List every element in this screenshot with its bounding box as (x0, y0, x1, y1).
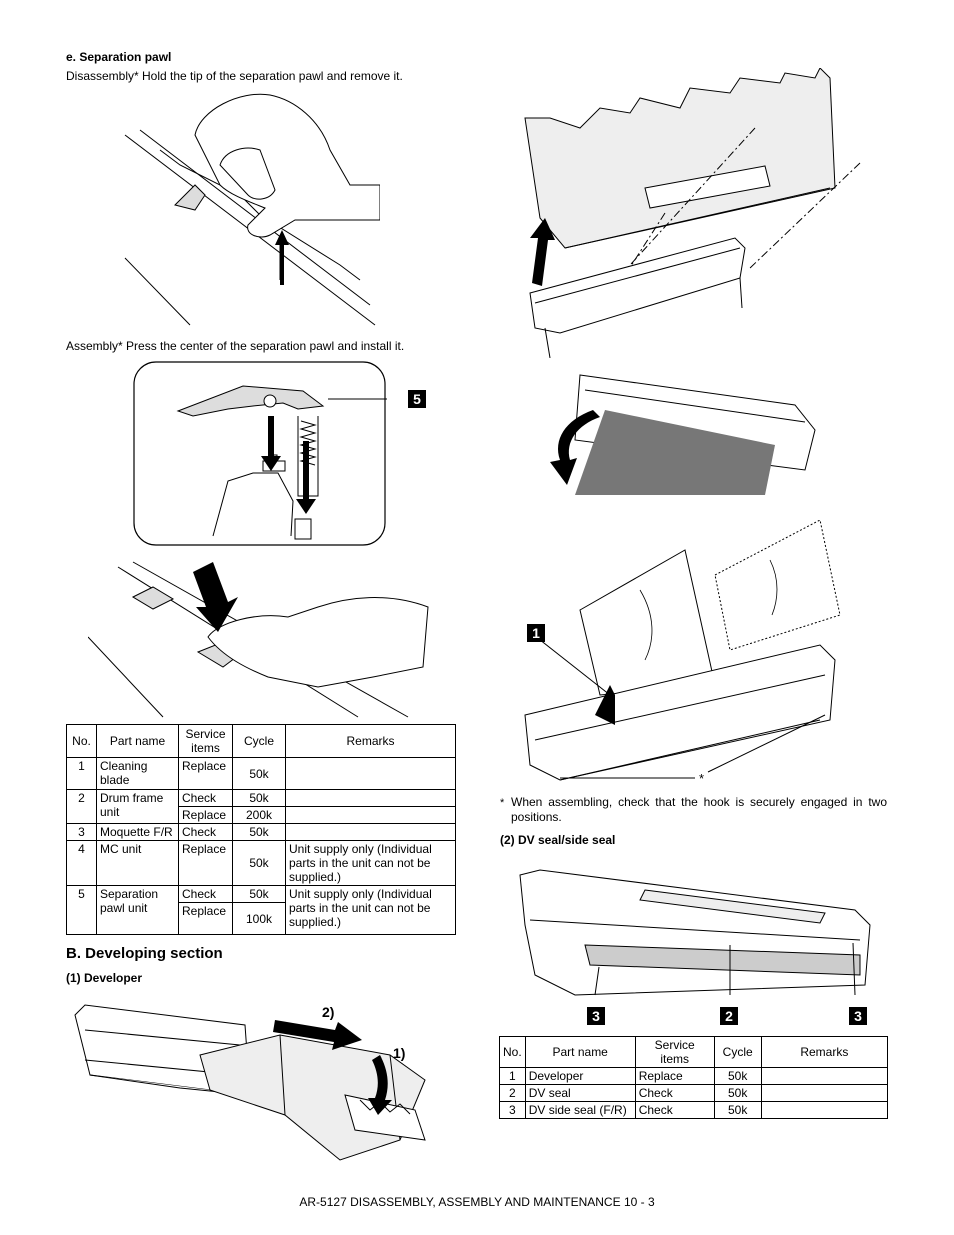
cell-remarks (285, 823, 456, 841)
table-row: Replace 100k (67, 902, 456, 935)
col-header-remarks: Remarks (285, 724, 456, 758)
cell-service-item: Replace (178, 806, 233, 824)
cell-remarks (760, 1084, 889, 1102)
cell-service-item: Check (634, 1101, 715, 1119)
cell-part-name: Separation pawl unit (96, 885, 179, 935)
maintenance-table-drum: No. Part name Service items Cycle Remark… (66, 724, 456, 935)
callout-2: 2 (720, 1007, 738, 1025)
cell-cycle: 50k (232, 789, 286, 807)
step-label-2: 2) (322, 1004, 335, 1020)
cell-remarks (285, 806, 456, 824)
dv-seal-illustration (515, 865, 875, 1000)
table-row: 2 Drum frame unit Check 50k (66, 789, 456, 824)
table-row: 5 Separation pawl unit Check 50k Unit su… (66, 885, 456, 935)
cell-no: 1 (66, 757, 97, 790)
install-pawl-illustration (88, 557, 458, 719)
table-row: 1 Cleaning blade Replace 50k (66, 757, 456, 790)
cell-service-item: Check (178, 885, 233, 903)
cell-remarks (760, 1067, 889, 1085)
cell-service-item: Check (634, 1084, 715, 1102)
subheading-developer: (1) Developer (66, 971, 143, 985)
cell-no: 1 (499, 1067, 526, 1085)
remove-pawl-illustration (120, 90, 380, 330)
section-heading-developing: B. Developing section (66, 945, 223, 962)
cell-cycle: 50k (713, 1067, 762, 1085)
assembly-note: When assembling, check that the hook is … (511, 795, 887, 824)
col-header-no: No. (499, 1036, 526, 1068)
cell-part-name: DV side seal (F/R) (524, 1101, 636, 1119)
col-header-part-name: Part name (524, 1036, 636, 1068)
cell-cycle: 50k (232, 823, 286, 841)
cell-part-name: Developer (524, 1067, 636, 1085)
col-header-no: No. (66, 724, 97, 758)
cell-remarks (285, 757, 456, 790)
sheet-placement-illustration (520, 520, 885, 790)
table-row: 1 Developer Replace 50k (499, 1067, 889, 1085)
cell-service-item: Replace (634, 1067, 715, 1085)
flap-opening-illustration (550, 370, 825, 495)
col-header-part-name: Part name (96, 724, 179, 758)
step-label-1: 1) (393, 1045, 406, 1061)
col-header-service-items: Service items (178, 724, 233, 758)
cell-cycle: 100k (232, 902, 286, 935)
cell-no: 4 (66, 840, 97, 886)
cell-part-name: Cleaning blade (96, 757, 179, 790)
cell-cycle: 50k (713, 1084, 762, 1102)
maintenance-table-developer: No. Part name Service items Cycle Remark… (499, 1036, 889, 1119)
cell-service-item: Check (178, 823, 233, 841)
disassembly-instruction: Disassembly* Hold the tip of the separat… (66, 69, 403, 83)
page-footer: AR-5127 DISASSEMBLY, ASSEMBLY AND MAINTE… (299, 1195, 655, 1209)
cell-no: 3 (66, 823, 97, 841)
cell-remarks (285, 789, 456, 807)
table-row: 4 MC unit Replace 50k Unit supply only (… (66, 840, 456, 886)
callout-1: 1 (527, 624, 545, 642)
cell-no: 3 (499, 1101, 526, 1119)
cell-cycle: 50k (232, 840, 286, 886)
cell-part-name: DV seal (524, 1084, 636, 1102)
cell-service-item: Check (178, 789, 233, 807)
cell-no: 2 (66, 789, 97, 824)
table-row: Replace 200k (67, 806, 456, 824)
col-header-cycle: Cycle (232, 724, 286, 758)
callout-3-rear: 3 (849, 1007, 867, 1025)
cell-cycle: 50k (232, 885, 286, 903)
cell-part-name: Moquette F/R (96, 823, 179, 841)
asterisk-marker: * (699, 771, 705, 786)
table-row: 3 DV side seal (F/R) Check 50k (499, 1101, 889, 1119)
cover-removal-illustration (520, 68, 880, 358)
cell-part-name: Drum frame unit (96, 789, 179, 824)
cell-no: 5 (66, 885, 97, 935)
cell-no: 2 (499, 1084, 526, 1102)
developer-removal-illustration (70, 1000, 460, 1170)
cell-cycle: 200k (232, 806, 286, 824)
table-row: 3 Moquette F/R Check 50k (66, 823, 456, 841)
cell-service-item: Replace (178, 757, 233, 790)
callout-5: 5 (408, 390, 426, 408)
section-heading-separation-pawl: e. Separation pawl (66, 50, 172, 64)
cell-cycle: 50k (232, 757, 286, 790)
callout-3-front: 3 (587, 1007, 605, 1025)
subheading-dv-seal: (2) DV seal/side seal (500, 833, 616, 847)
cell-remarks: Unit supply only (Individual parts in th… (285, 885, 456, 935)
table-row: 2 DV seal Check 50k (499, 1084, 889, 1102)
cell-cycle: 50k (713, 1101, 762, 1119)
cell-remarks: Unit supply only (Individual parts in th… (285, 840, 456, 886)
note-asterisk: * (500, 797, 505, 809)
col-header-cycle: Cycle (713, 1036, 762, 1068)
cell-service-item: Replace (178, 840, 233, 886)
pawl-detail-illustration (133, 361, 387, 547)
cell-part-name: MC unit (96, 840, 179, 886)
assembly-instruction: Assembly* Press the center of the separa… (66, 339, 405, 353)
cell-remarks (760, 1101, 889, 1119)
cell-service-item: Replace (178, 902, 233, 935)
col-header-remarks: Remarks (760, 1036, 889, 1068)
col-header-service-items: Service items (634, 1036, 715, 1068)
